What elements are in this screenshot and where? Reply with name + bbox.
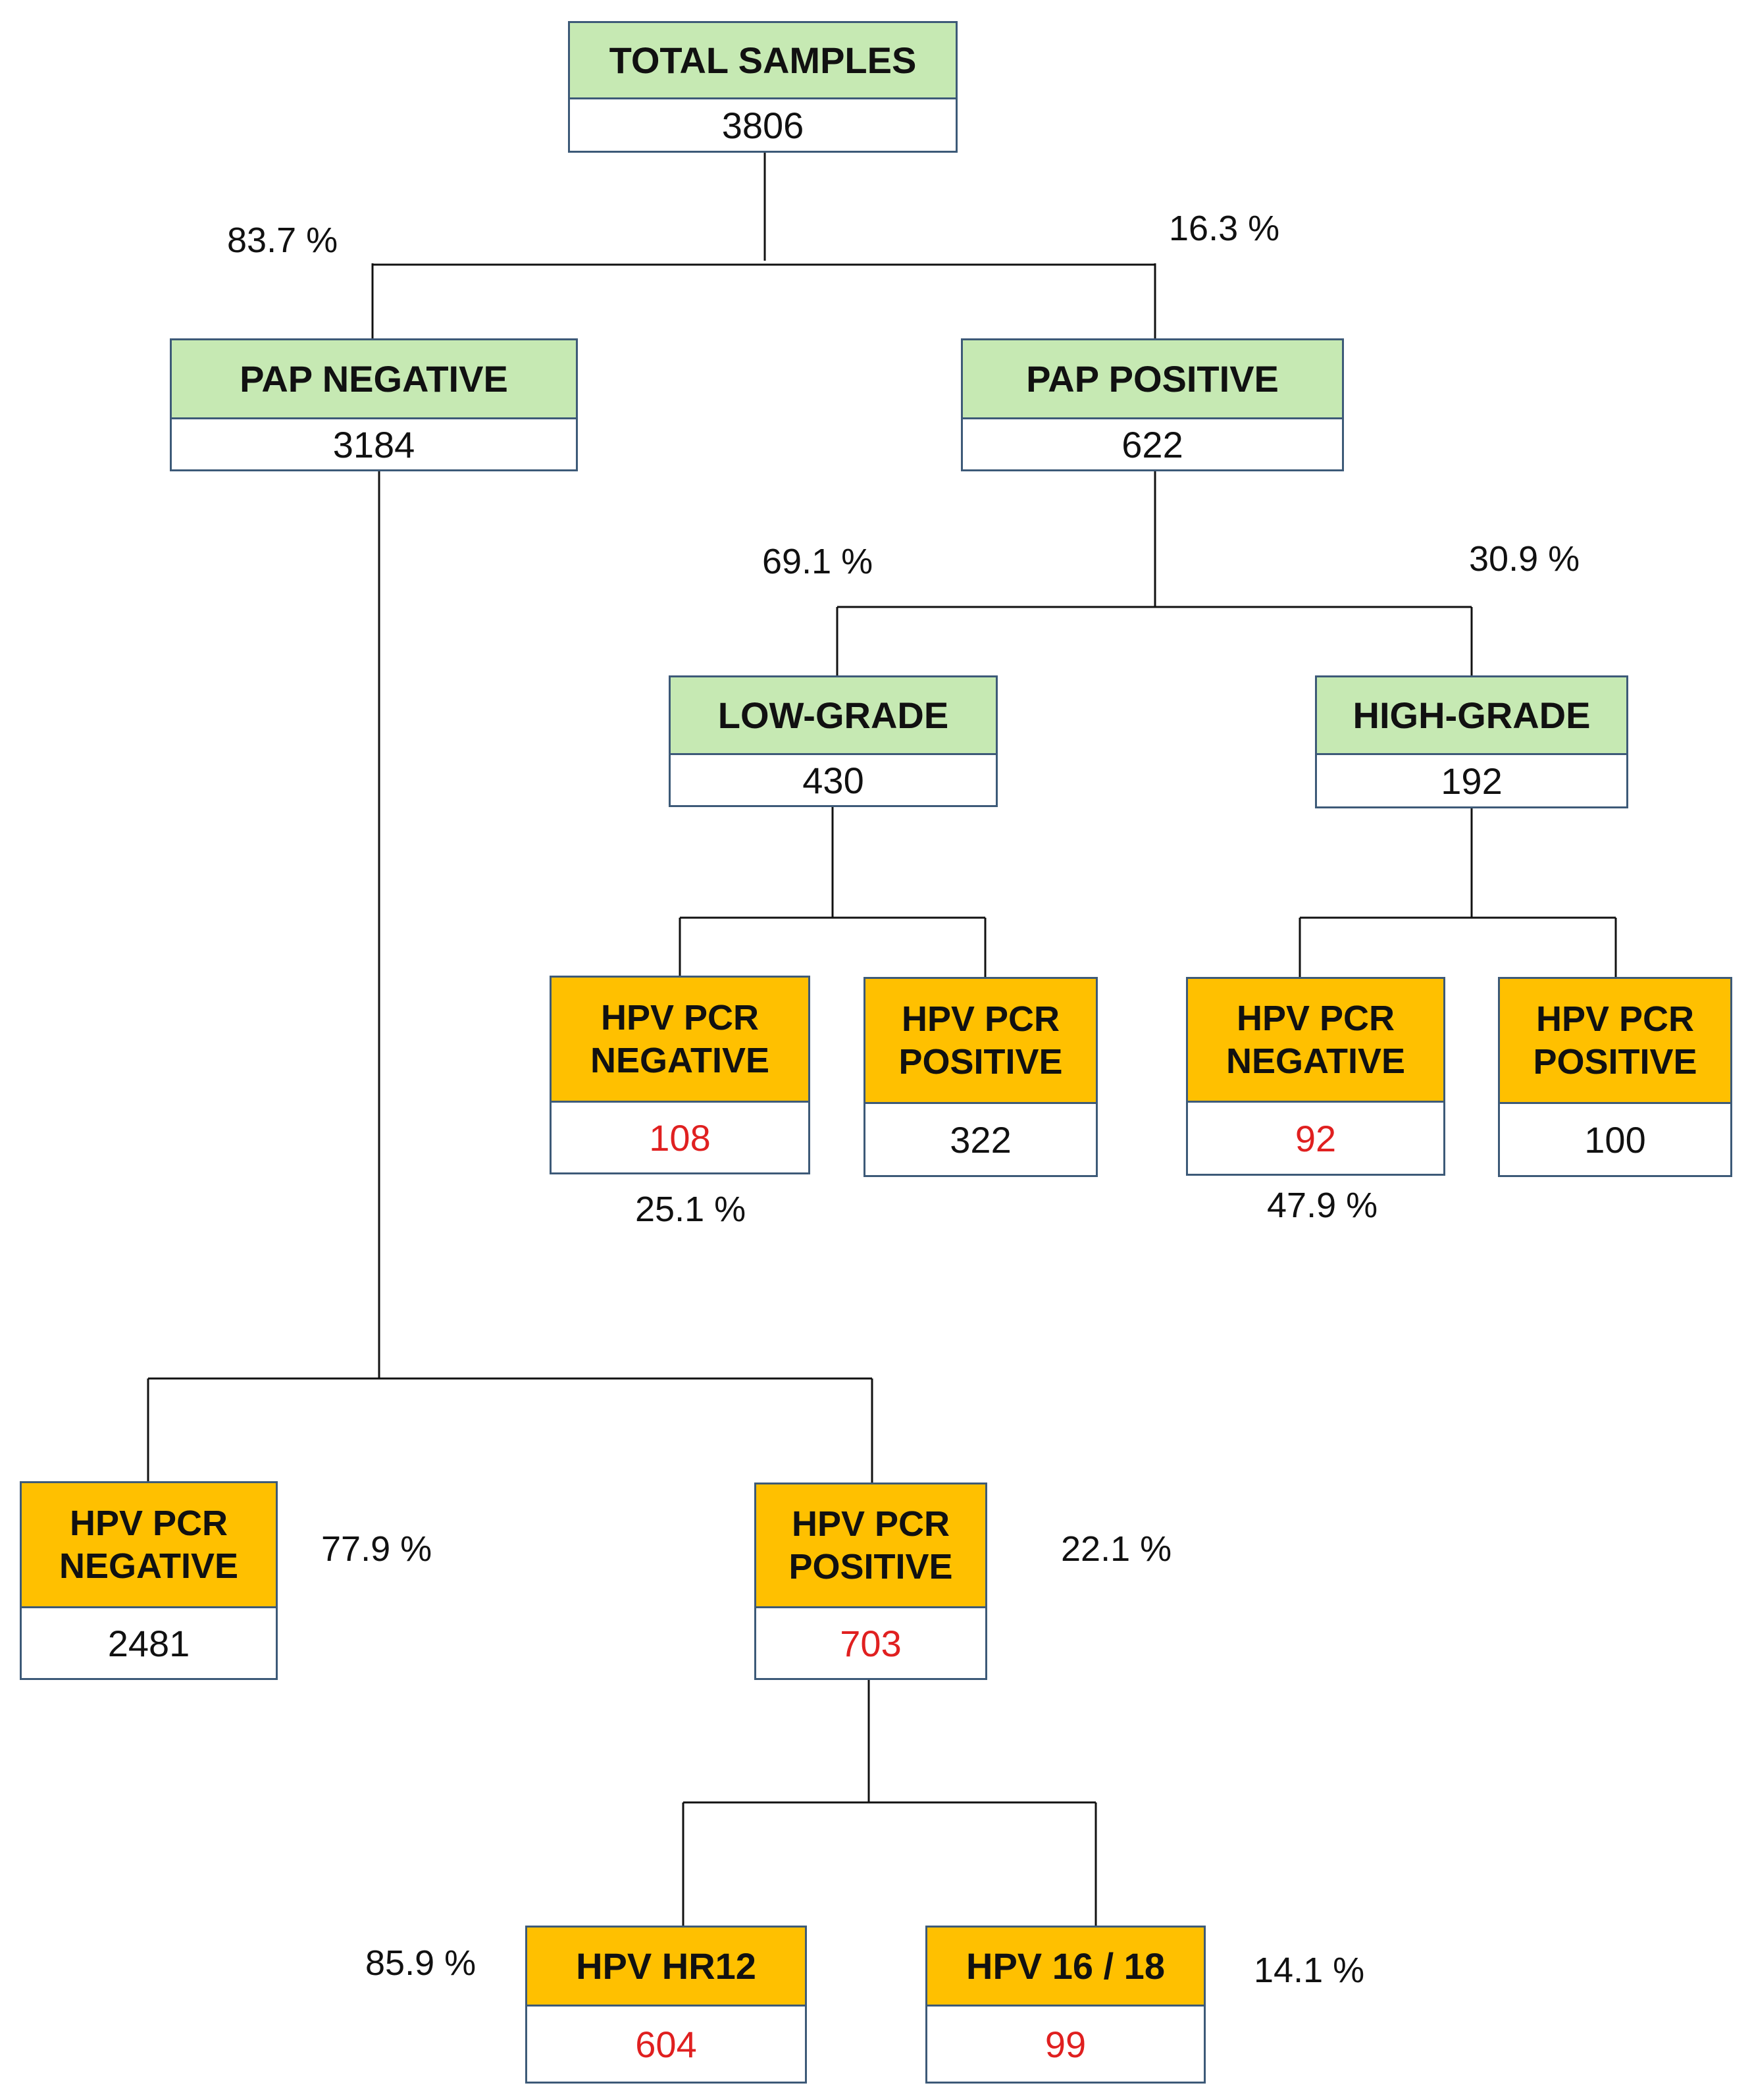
node-low-grade-value: 430: [802, 759, 864, 801]
node-pap-positive: PAP POSITIVE 622: [961, 338, 1344, 471]
node-low-grade-hpv-negative-value: 108: [649, 1116, 711, 1159]
node-low-grade: LOW-GRADE 430: [669, 675, 998, 807]
node-hpv-16-18: HPV 16 / 18 99: [925, 1926, 1206, 2084]
node-pap-negative-hpv-negative: HPV PCR NEGATIVE 2481: [20, 1481, 278, 1680]
pct-low-grade: 69.1 %: [762, 542, 873, 581]
node-total-samples-value: 3806: [721, 104, 804, 146]
node-high-grade-hpv-negative-value: 92: [1295, 1117, 1337, 1159]
connector-low-grade-to-hpv: [679, 807, 987, 977]
node-pap-positive-value: 622: [1121, 423, 1183, 465]
connector-hpv-positive-to-types: [682, 1680, 1097, 1926]
node-pap-negative-hpv-positive-value: 703: [840, 1622, 902, 1664]
node-high-grade-label: HIGH-GRADE: [1317, 677, 1626, 755]
node-hpv-16-18-label: HPV 16 / 18: [927, 1928, 1204, 2007]
node-high-grade-hpv-positive: HPV PCR POSITIVE 100: [1498, 977, 1732, 1177]
connector-high-grade-to-hpv: [1299, 808, 1617, 977]
node-pap-negative-hpv-positive: HPV PCR POSITIVE 703: [754, 1483, 987, 1680]
pct-high-grade-hpv-negative: 47.9 %: [1267, 1186, 1378, 1225]
node-high-grade-hpv-negative: HPV PCR NEGATIVE 92: [1186, 977, 1445, 1176]
node-pap-negative-label: PAP NEGATIVE: [172, 340, 576, 419]
node-hpv-hr12-label: HPV HR12: [527, 1928, 805, 2007]
label-line-2: POSITIVE: [1533, 1041, 1697, 1082]
pct-pap-positive: 16.3 %: [1169, 209, 1280, 248]
connector-total-to-pap: [371, 153, 1156, 338]
pct-hpv-16-18: 14.1 %: [1254, 1951, 1365, 1990]
pct-hpv-hr12: 85.9 %: [365, 1943, 477, 1983]
label-line-2: POSITIVE: [898, 1041, 1063, 1082]
node-pap-negative-hpv-positive-label: HPV PCR POSITIVE: [756, 1484, 985, 1608]
label-line-2: NEGATIVE: [1225, 1041, 1406, 1081]
node-high-grade-hpv-positive-value: 100: [1584, 1118, 1646, 1161]
node-total-samples-label: TOTAL SAMPLES: [570, 23, 956, 99]
node-total-samples: TOTAL SAMPLES 3806: [568, 21, 958, 153]
label-line-1: HPV PCR: [791, 1504, 950, 1544]
node-pap-negative-value: 3184: [332, 423, 415, 465]
node-low-grade-hpv-positive: HPV PCR POSITIVE 322: [863, 977, 1098, 1177]
node-low-grade-hpv-positive-value: 322: [950, 1118, 1012, 1161]
label-line-1: HPV PCR: [1535, 999, 1695, 1039]
node-pap-negative-hpv-negative-value: 2481: [107, 1622, 190, 1664]
node-high-grade-value: 192: [1441, 760, 1503, 802]
node-hpv-hr12: HPV HR12 604: [525, 1926, 807, 2084]
node-hpv-hr12-value: 604: [635, 2023, 697, 2065]
node-high-grade-hpv-positive-label: HPV PCR POSITIVE: [1500, 979, 1730, 1104]
pct-pap-negative: 83.7 %: [227, 221, 338, 260]
node-pap-positive-label: PAP POSITIVE: [963, 340, 1342, 419]
label-line-2: POSITIVE: [788, 1546, 953, 1587]
pct-high-grade: 30.9 %: [1469, 539, 1580, 579]
node-pap-negative: PAP NEGATIVE 3184: [170, 338, 578, 471]
connector-pap-positive-to-grades: [836, 471, 1473, 675]
node-low-grade-hpv-positive-label: HPV PCR POSITIVE: [865, 979, 1096, 1104]
node-high-grade-hpv-negative-label: HPV PCR NEGATIVE: [1188, 979, 1443, 1103]
label-line-1: HPV PCR: [69, 1503, 228, 1543]
pct-pap-negative-hpv-positive: 22.1 %: [1061, 1529, 1172, 1569]
node-low-grade-hpv-negative: HPV PCR NEGATIVE 108: [550, 976, 810, 1174]
node-low-grade-label: LOW-GRADE: [671, 677, 996, 755]
label-line-2: NEGATIVE: [59, 1546, 239, 1586]
node-high-grade: HIGH-GRADE 192: [1315, 675, 1628, 808]
node-pap-negative-hpv-negative-label: HPV PCR NEGATIVE: [22, 1483, 276, 1608]
node-low-grade-hpv-negative-label: HPV PCR NEGATIVE: [552, 978, 808, 1103]
node-hpv-16-18-value: 99: [1044, 2023, 1087, 2065]
label-line-2: NEGATIVE: [590, 1040, 770, 1080]
label-line-1: HPV PCR: [1236, 998, 1395, 1038]
connector-pap-negative-to-hpv: [147, 471, 873, 1483]
pct-pap-negative-hpv-negative: 77.9 %: [321, 1529, 432, 1569]
pct-low-grade-hpv-negative: 25.1 %: [635, 1190, 746, 1229]
label-line-1: HPV PCR: [901, 999, 1060, 1039]
label-line-1: HPV PCR: [600, 997, 760, 1037]
